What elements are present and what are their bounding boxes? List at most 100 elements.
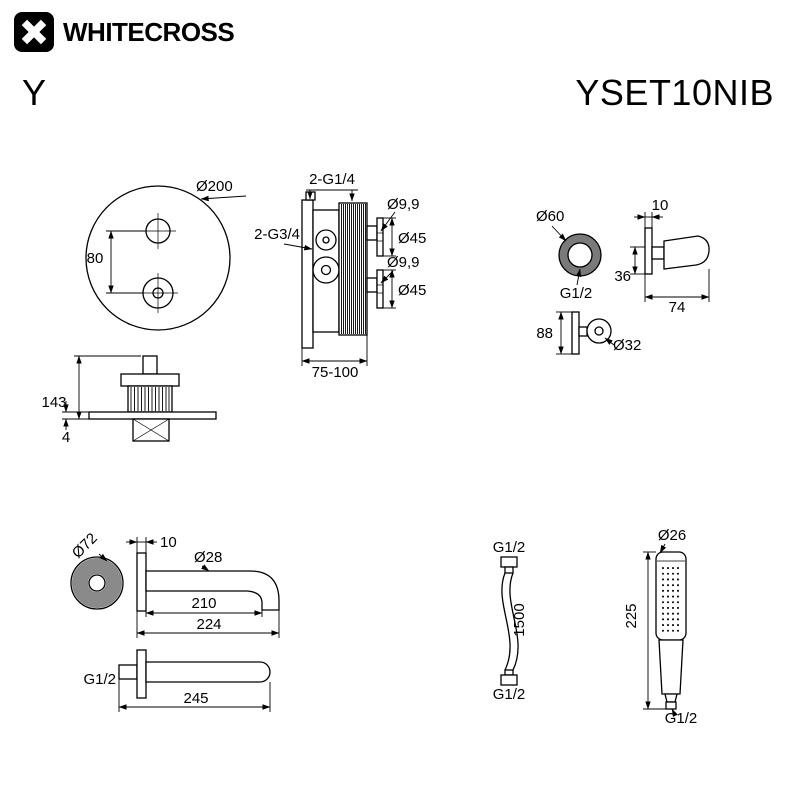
bracket-knob (586, 318, 612, 344)
label-bottom-flange: Ø45 (398, 282, 426, 299)
dim-handshower-length: 225 (623, 551, 666, 710)
dim-trim-height: 143 (41, 355, 141, 420)
outlet-wall-plate (644, 227, 653, 275)
dim-top-flange: Ø45 (383, 217, 426, 257)
dim-outlet-thread: G1/2 (560, 268, 593, 302)
outlet-stub (651, 246, 665, 260)
label-outlet-offset: 36 (614, 268, 631, 285)
label-inlet-connections: 2-G3/4 (254, 226, 300, 243)
dim-mounting-depth: 75-100 (301, 335, 368, 381)
label-bracket-height: 88 (536, 325, 553, 342)
spout-bore-circle (88, 574, 106, 592)
dim-top-connections: 2-G1/4 (306, 171, 358, 202)
drawing-hose: G1/2 1500 G1/2 (493, 539, 528, 703)
label-hose-bottom-thread: G1/2 (493, 686, 526, 703)
drawing-handshower: Ø26 225 G1/2 (623, 527, 697, 727)
dim-handshower-head-diameter: Ø26 (658, 527, 686, 554)
outlet-face-top (376, 217, 384, 257)
label-spout-reach-outer: 224 (196, 616, 221, 633)
dim-outlet-width: 74 (644, 269, 710, 316)
spout-inlet-nipple (118, 664, 138, 680)
label-bottom-hole: Ø9,9 (387, 254, 420, 271)
hose-top-fitting (500, 556, 518, 568)
dim-bottom-flange: Ø45 (383, 269, 426, 309)
dim-bracket-diameter: Ø32 (604, 337, 641, 354)
spout-flange-hatch (72, 558, 122, 608)
trim-plate-circle (85, 185, 231, 331)
label-trim-height: 143 (41, 394, 66, 411)
title-row: Y YSET10NIB (22, 72, 774, 114)
label-spout-flange-depth: 10 (160, 534, 177, 551)
label-spout-total-length: 245 (183, 690, 208, 707)
drawing-mixer-front: Ø200 80 (85, 178, 247, 331)
label-outlet-thread: G1/2 (560, 285, 593, 302)
label-top-flange: Ø45 (398, 230, 426, 247)
outlet-face-bottom (376, 269, 384, 309)
dim-spout-reach-inner: 210 (145, 595, 263, 617)
drawing-mixer-side: 2-G1/4 2-G3/4 Ø9,9 Ø45 Ø9,9 (254, 171, 426, 381)
label-hose-top-thread: G1/2 (493, 539, 526, 556)
handshower-head (655, 551, 687, 641)
hose-body (501, 572, 511, 671)
dim-bracket-height: 88 (536, 311, 572, 355)
outlet-bore-circle (567, 242, 593, 268)
label-mounting-depth: 75-100 (312, 364, 359, 381)
dim-spout-total-length: 245 (118, 679, 271, 712)
wall-plate (301, 199, 314, 349)
label-hose-length: 1500 (511, 603, 528, 636)
label-handle-spacing: 80 (87, 250, 104, 267)
dim-top-hole: Ø9,9 (380, 196, 420, 232)
brand-name: WHITECROSS (63, 16, 235, 47)
handshower-nut (665, 701, 677, 710)
whitecross-x-icon (14, 12, 54, 52)
handle-stem (142, 355, 158, 375)
trim-plate-edge (88, 411, 217, 420)
label-spout-reach-inner: 210 (191, 595, 216, 612)
handshower-handle (658, 639, 684, 695)
drawing-trim-side: 143 4 (41, 355, 217, 446)
dim-plate-thickness: 4 (62, 401, 89, 446)
dim-plate-diameter: Ø200 (196, 178, 247, 202)
dim-outlet-offset: 36 (614, 246, 645, 285)
label-handshower-head-diameter: Ø26 (658, 527, 686, 544)
spout-wall-flange-bottom (136, 649, 147, 699)
drawing-spout: Ø72 10 Ø28 210 (69, 530, 280, 712)
label-outlet-flange-diameter: Ø60 (536, 208, 564, 225)
spout-tube-bottom (145, 661, 271, 683)
outlet-stub-top (366, 225, 378, 241)
outlet-stub-bottom (366, 277, 378, 293)
hose-bottom-fitting (500, 674, 518, 686)
inlet-port-top (315, 229, 337, 251)
dim-spout-tube-diameter: Ø28 (194, 549, 222, 572)
handshower-cone (664, 693, 678, 703)
label-spout-tube-diameter: Ø28 (194, 549, 222, 566)
label-bracket-diameter: Ø32 (613, 337, 641, 354)
label-handshower-thread: G1/2 (665, 710, 698, 727)
dim-handshower-thread: G1/2 (665, 708, 698, 727)
label-top-connections: 2-G1/4 (309, 171, 355, 188)
handle-bar (120, 373, 180, 387)
dim-outlet-flange-diameter: Ø60 (536, 208, 567, 242)
drawing-wall-outlet: Ø60 G1/2 10 36 (536, 197, 710, 355)
handshower-holder (663, 235, 710, 270)
bracket-wall-plate (571, 311, 580, 355)
dim-spout-reach-outer: 224 (136, 610, 280, 638)
spout-wall-flange (136, 552, 147, 612)
label-handshower-length: 225 (623, 603, 640, 628)
label-top-hole: Ø9,9 (387, 196, 420, 213)
dim-spout-flange-depth: 10 (126, 534, 177, 553)
header: WHITECROSS (14, 12, 235, 52)
label-plate-thickness: 4 (62, 429, 70, 446)
series-title: Y (22, 72, 47, 113)
label-spout-thread: G1/2 (83, 671, 116, 688)
brand-logo (14, 12, 54, 52)
dim-handle-spacing: 80 (87, 230, 146, 294)
dim-bottom-hole: Ø9,9 (380, 254, 420, 284)
label-outlet-depth: 10 (652, 197, 669, 214)
inlet-port-bottom (312, 256, 340, 284)
label-plate-diameter: Ø200 (196, 178, 233, 195)
top-port-stub (305, 191, 316, 201)
model-code: YSET10NIB (575, 72, 774, 113)
